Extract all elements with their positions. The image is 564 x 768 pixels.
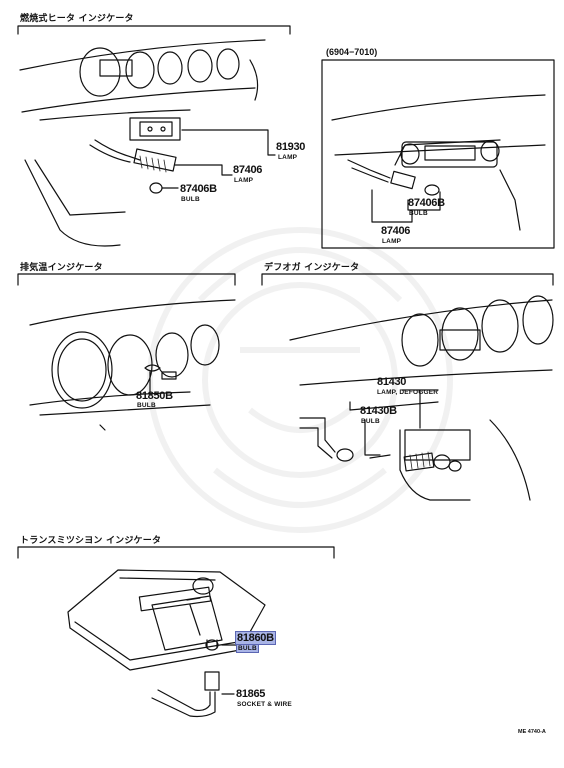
part-desc-87406B-inset: BULB	[409, 210, 428, 217]
part-number-87406-inset[interactable]: 87406	[381, 225, 411, 237]
leader-87406-inset	[371, 189, 413, 223]
leader-87406	[174, 164, 233, 176]
heater-section-bracket	[17, 25, 291, 35]
heater-indicator-title: 燃焼式ヒータ インジケータ	[20, 14, 134, 24]
part-number-81865[interactable]: 81865	[236, 688, 266, 700]
figure-reference: ME 4740-A	[518, 729, 546, 735]
part-number-87406B[interactable]: 87406B	[180, 183, 217, 195]
part-number-81860B[interactable]: 81860B	[235, 631, 276, 645]
part-desc-87406: LAMP	[234, 177, 254, 184]
part-number-81860B-highlight[interactable]: 81860B	[235, 631, 276, 645]
part-desc-81865: SOCKET & WIRE	[237, 701, 292, 708]
inset-date-range: (6904−7010)	[326, 47, 378, 57]
part-number-81850B[interactable]: 81850B	[136, 390, 173, 402]
part-desc-81430: LAMP, DEFOGGER	[377, 389, 439, 396]
exhaust-section-bracket	[17, 273, 236, 286]
part-desc-87406-inset: LAMP	[382, 238, 402, 245]
defog-dashboard-drawing	[289, 295, 554, 501]
part-desc-81430B: BULB	[361, 418, 380, 425]
part-number-87406B-inset[interactable]: 87406B	[408, 197, 445, 209]
leader-81930	[181, 129, 276, 156]
leader-81430	[349, 389, 439, 429]
inset-dashboard-drawing	[331, 94, 546, 231]
transmission-indicator-title: トランスミツシヨン インジケータ	[20, 536, 162, 546]
part-desc-81860B-highlight: BULB	[236, 644, 259, 653]
defog-section-bracket	[261, 273, 554, 286]
trans-console-drawing	[67, 569, 266, 718]
part-desc-81930: LAMP	[278, 154, 298, 161]
leader-87406B-inset	[407, 191, 441, 211]
defogger-indicator-title: デフオガ インジケータ	[264, 263, 360, 273]
part-desc-87406B: BULB	[181, 196, 200, 203]
inset-box	[321, 59, 555, 249]
part-desc-81860B: BULB	[236, 644, 259, 653]
exhaust-dashboard-drawing	[29, 299, 236, 431]
part-number-81430[interactable]: 81430	[377, 376, 407, 388]
trans-section-bracket	[17, 546, 335, 559]
part-number-81430B[interactable]: 81430B	[360, 405, 397, 417]
leader-81430B	[364, 419, 381, 456]
part-desc-81850B: BULB	[137, 402, 156, 409]
part-number-81930[interactable]: 81930	[276, 141, 306, 153]
exhaust-indicator-title: 排気温インジケータ	[20, 263, 103, 273]
heater-dashboard-drawing	[19, 39, 266, 247]
part-number-87406[interactable]: 87406	[233, 164, 263, 176]
